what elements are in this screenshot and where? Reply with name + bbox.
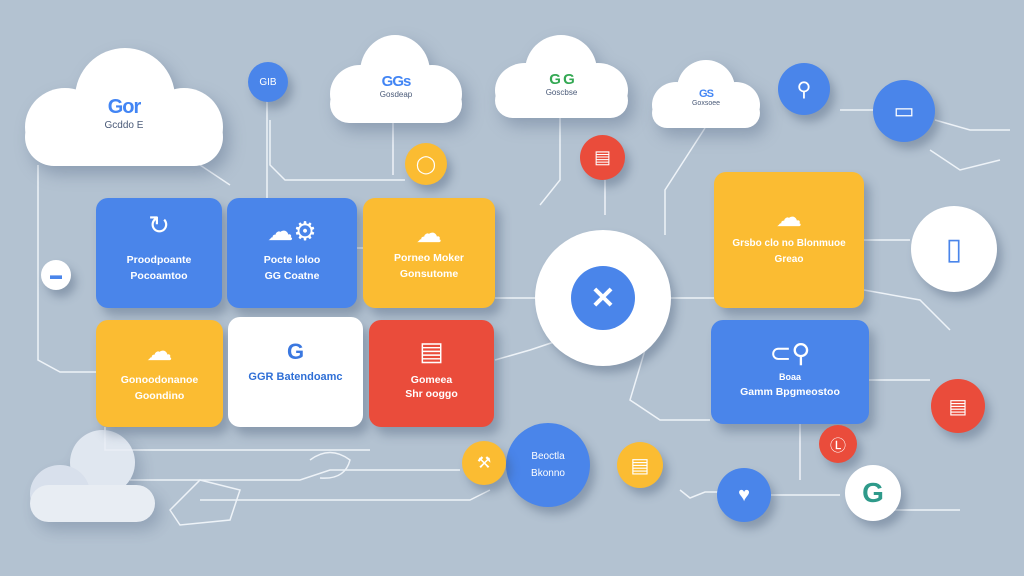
cloud-label: Goxsoee <box>691 100 721 107</box>
service-tile-6[interactable]: ▤ Gomeea Shr ooggo <box>369 320 494 427</box>
tile-subtitle: Gamm Bpgmeostoo <box>740 386 840 398</box>
tile-title: Gonoodonanoe <box>120 374 199 386</box>
tile-title: Pocte loloo <box>263 254 321 266</box>
tile-subtitle: Pocoamtoo <box>130 270 188 282</box>
badge-gib[interactable]: GIB <box>248 62 288 102</box>
cloud-node-2[interactable]: GGs Gosdeap <box>330 35 462 123</box>
service-tile-1[interactable]: ↻ Proodpoante Pocoamtoo <box>96 198 222 308</box>
cloud-icon-bottom <box>30 430 155 522</box>
tile-subtitle: Greao <box>774 254 804 265</box>
cloud-node-3[interactable]: G G Goscbse <box>495 35 628 118</box>
service-tile-5[interactable]: G GGR Batendoamc <box>228 317 363 427</box>
circle-title: Beoctla <box>531 451 565 462</box>
cloud-icon: ☁ <box>146 336 173 366</box>
printer-icon[interactable]: ▤ <box>580 135 625 180</box>
refresh-icon: ↻ <box>148 210 170 240</box>
cloud-logo: GGs <box>381 73 412 90</box>
printer-icon: ▤ <box>419 336 444 366</box>
tile-subtitle: Goondino <box>134 390 185 402</box>
bottom-service-circle[interactable]: Beoctla Bkonno <box>506 423 590 507</box>
service-tile-right-1[interactable]: ☁ Grsbo clo no Blonmuoe Greao <box>714 172 864 308</box>
cloud-logo: GS <box>699 88 714 100</box>
mobile-device-icon[interactable]: ▯ <box>911 206 997 292</box>
tile-subtitle: Shr ooggo <box>405 388 458 400</box>
notes-icon[interactable]: ▤ <box>617 442 663 488</box>
hub-connector-icon: ✕ <box>571 266 635 330</box>
chat-icon[interactable]: ◯ <box>405 143 447 185</box>
document-icon[interactable]: ▤ <box>931 379 985 433</box>
storage-icon[interactable]: ▬ <box>41 260 71 290</box>
tile-title: GGR Batendoamc <box>248 371 343 383</box>
cloud-logo: G G <box>549 71 574 88</box>
tile-title: Proodpoante <box>126 254 192 266</box>
cloud-label: Gcddo E <box>104 120 144 131</box>
cloud-node-1[interactable]: Gor Gcddo E <box>25 48 223 166</box>
cloud-logo: Gor <box>107 96 142 118</box>
search-icon: ⊂⚲ <box>769 338 811 368</box>
tile-title: Gomeea <box>410 374 453 386</box>
service-tile-2[interactable]: ☁⚙ Pocte loloo GG Coatne <box>227 198 357 308</box>
tile-title: Boaa <box>778 372 801 382</box>
service-tile-4[interactable]: ☁ Gonoodonanoe Goondino <box>96 320 223 427</box>
google-g-badge[interactable]: G <box>845 465 901 521</box>
user-node-icon[interactable]: ⚲ <box>778 63 830 115</box>
cloud-label: Gosdeap <box>379 90 413 99</box>
tile-title: Porneo Moker <box>393 252 464 264</box>
g-logo: G <box>862 477 884 508</box>
circle-subtitle: Bkonno <box>531 468 565 479</box>
cloud-node-4[interactable]: GS Goxsoee <box>652 60 760 128</box>
security-user-icon[interactable]: ♥ <box>717 468 771 522</box>
cloud-label: Goscbse <box>545 88 578 97</box>
cloud-icon: ☁ <box>416 218 442 248</box>
cloud-tools-icon: ☁⚙ <box>267 216 317 246</box>
tile-subtitle: Gonsutome <box>399 268 459 280</box>
tools-icon[interactable]: ⚒ <box>462 441 506 485</box>
google-logo: G <box>286 339 305 364</box>
tile-title: Grsbo clo no Blonmuoe <box>732 238 846 249</box>
lock-icon[interactable]: Ⓛ <box>819 425 857 463</box>
cloud-icon: ☁ <box>776 202 802 232</box>
service-tile-right-2[interactable]: ⊂⚲ Boaa Gamm Bpgmeostoo <box>711 320 869 424</box>
central-hub[interactable]: ✕ <box>535 230 671 366</box>
server-icon[interactable]: ▭ <box>873 80 935 142</box>
badge-label: GIB <box>259 76 277 88</box>
service-tile-3[interactable]: ☁ Porneo Moker Gonsutome <box>363 198 495 308</box>
tile-subtitle: GG Coatne <box>264 270 320 282</box>
